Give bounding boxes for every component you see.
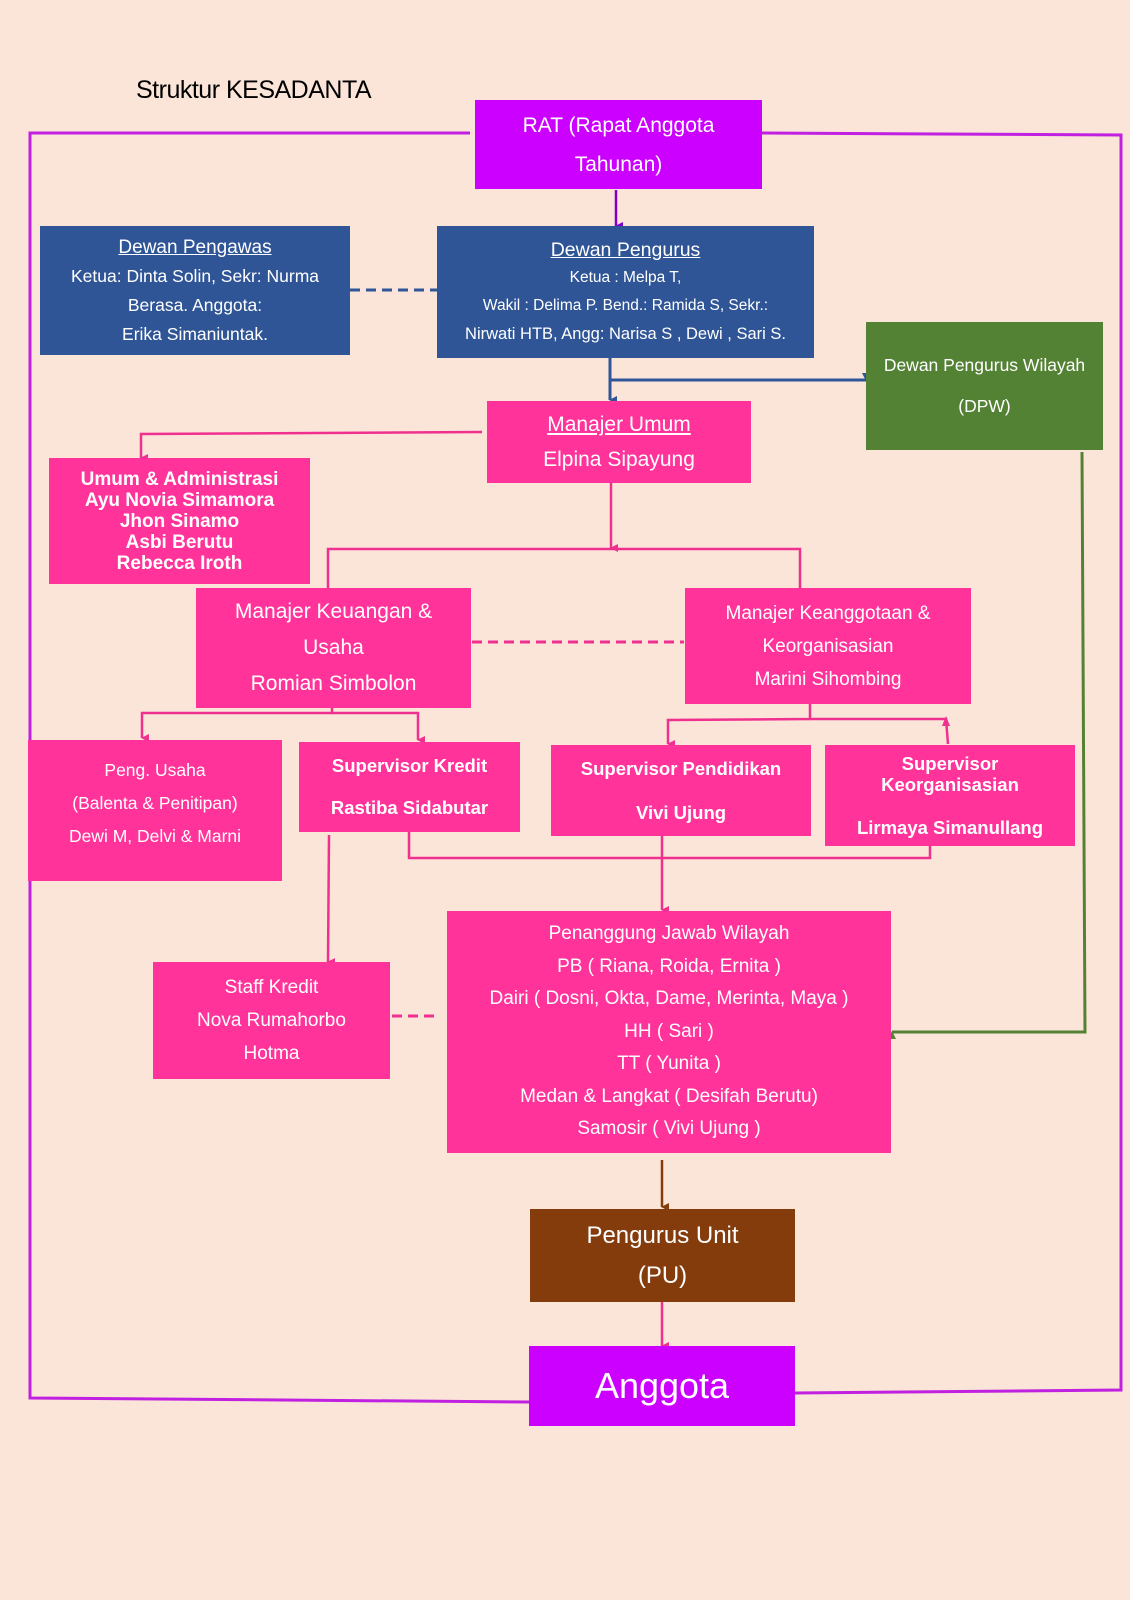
node-pj-wilayah: Penanggung Jawab Wilayah PB ( Riana, Roi… bbox=[447, 911, 891, 1153]
pj-wilayah-line: PB ( Riana, Roida, Ernita ) bbox=[557, 955, 781, 977]
anggota-label: Anggota bbox=[594, 1365, 730, 1406]
node-manajer-keuangan: Manajer Keuangan & Usaha Romian Simbolon bbox=[196, 588, 471, 708]
manajer-keanggotaan-line: Manajer Keanggotaan & bbox=[725, 602, 931, 624]
arrow-manajer-admin bbox=[139, 430, 483, 462]
supervisor-keorganisasian-line: Supervisor bbox=[901, 753, 999, 774]
rat-line: Tahunan) bbox=[574, 152, 663, 176]
bracket-supervisors bbox=[407, 832, 932, 860]
dewan-pengawas-line: Ketua: Dinta Solin, Sekr: Nurma bbox=[70, 265, 320, 286]
dewan-pengurus-line: Wakil : Delima P. Bend.: Ramida S, Sekr.… bbox=[482, 297, 769, 314]
pj-wilayah-line: HH ( Sari ) bbox=[624, 1020, 714, 1042]
node-peng-usaha: Peng. Usaha (Balenta & Penitipan) Dewi M… bbox=[28, 740, 282, 881]
pj-wilayah-line: TT ( Yunita ) bbox=[617, 1053, 721, 1075]
node-rat: RAT (Rapat Anggota Tahunan) bbox=[475, 100, 762, 189]
pj-wilayah-line: Medan & Langkat ( Desifah Berutu) bbox=[520, 1085, 818, 1107]
umum-admin-line: Rebecca Iroth bbox=[116, 552, 243, 574]
supervisor-keorganisasian-line: Keorganisasian bbox=[881, 774, 1019, 795]
branch-keuangan-2 bbox=[332, 711, 425, 744]
staff-kredit-line: Staff Kredit bbox=[224, 977, 319, 998]
node-staff-kredit: Staff Kredit Nova Rumahorbo Hotma bbox=[153, 962, 390, 1079]
node-manajer-keanggotaan: Manajer Keanggotaan & Keorganisasian Mar… bbox=[685, 588, 971, 704]
pj-wilayah-line: Samosir ( Vivi Ujung ) bbox=[577, 1118, 761, 1140]
node-supervisor-pendidikan: Supervisor Pendidikan Vivi Ujung bbox=[551, 745, 811, 836]
dpw-line: Dewan Pengurus Wilayah bbox=[883, 355, 1086, 375]
manajer-keuangan-line: Romian Simbolon bbox=[250, 672, 417, 695]
node-anggota: Anggota bbox=[529, 1346, 795, 1426]
manajer-keanggotaan-line: Marini Sihombing bbox=[754, 668, 902, 690]
pengurus-unit-line: Pengurus Unit bbox=[586, 1221, 739, 1249]
dewan-pengurus-line: Nirwati HTB, Angg: Narisa S , Dewi , Sar… bbox=[465, 325, 786, 343]
page-title: Struktur KESADANTA bbox=[136, 76, 372, 104]
node-dewan-pengurus: Dewan Pengurus Ketua : Melpa T, Wakil : … bbox=[437, 226, 814, 358]
pj-wilayah-line: Dairi ( Dosni, Okta, Dame, Merinta, Maya… bbox=[489, 988, 849, 1010]
branch-keuangan bbox=[140, 708, 334, 742]
arrow-kredit-staff bbox=[326, 834, 336, 967]
manajer-keanggotaan-line: Keorganisasian bbox=[762, 635, 894, 657]
branch-managers bbox=[326, 547, 802, 588]
dewan-pengurus-heading: Dewan Pengurus bbox=[550, 239, 701, 261]
dewan-pengawas-heading: Dewan Pengawas bbox=[118, 236, 272, 258]
supervisor-kredit-line: Rastiba Sidabutar bbox=[330, 797, 489, 818]
manajer-umum-heading: Manajer Umum bbox=[547, 413, 691, 436]
rat-line: RAT (Rapat Anggota bbox=[522, 113, 715, 137]
node-dewan-pengawas: Dewan Pengawas Ketua: Dinta Solin, Sekr:… bbox=[40, 226, 350, 355]
manajer-umum-line: Elpina Sipayung bbox=[543, 448, 695, 471]
peng-usaha-line: Peng. Usaha bbox=[104, 760, 206, 780]
node-manajer-umum: Manajer Umum Elpina Sipayung bbox=[487, 401, 751, 483]
pj-wilayah-line: Penanggung Jawab Wilayah bbox=[548, 923, 790, 945]
peng-usaha-line: Dewi M, Delvi & Marni bbox=[68, 826, 242, 846]
staff-kredit-line: Hotma bbox=[243, 1043, 300, 1064]
dewan-pengawas-line: Berasa. Anggota: bbox=[127, 294, 263, 315]
manajer-keuangan-line: Usaha bbox=[303, 636, 364, 659]
umum-admin-line: Ayu Novia Simamora bbox=[84, 489, 275, 511]
supervisor-pendidikan-line: Supervisor Pendidikan bbox=[580, 757, 782, 779]
dewan-pengawas-line: Erika Simaniuntak. bbox=[122, 323, 268, 344]
node-supervisor-keorganisasian: Supervisor Keorganisasian Lirmaya Simanu… bbox=[825, 745, 1075, 846]
supervisor-pendidikan-line: Vivi Ujung bbox=[635, 801, 727, 823]
node-umum-administrasi: Umum & Administrasi Ayu Novia Simamora J… bbox=[49, 458, 310, 584]
umum-admin-line: Asbi Berutu bbox=[125, 531, 234, 553]
node-pengurus-unit: Pengurus Unit (PU) bbox=[530, 1209, 795, 1302]
branch-keanggotaan-2 bbox=[810, 717, 950, 745]
branch-keanggotaan bbox=[666, 704, 812, 748]
supervisor-kredit-line: Supervisor Kredit bbox=[331, 755, 488, 776]
pengurus-unit-line: (PU) bbox=[637, 1261, 688, 1289]
umum-admin-line: Jhon Sinamo bbox=[119, 510, 240, 532]
manajer-keuangan-line: Manajer Keuangan & bbox=[234, 600, 433, 623]
node-supervisor-kredit: Supervisor Kredit Rastiba Sidabutar bbox=[299, 742, 520, 832]
loop-line-right bbox=[759, 131, 1123, 1395]
node-dpw: Dewan Pengurus Wilayah (DPW) bbox=[866, 322, 1103, 450]
staff-kredit-line: Nova Rumahorbo bbox=[197, 1010, 346, 1031]
arrow-dpw-pj bbox=[888, 451, 1087, 1039]
umum-admin-line: Umum & Administrasi bbox=[80, 468, 279, 490]
dpw-line: (DPW) bbox=[958, 396, 1011, 416]
peng-usaha-line: (Balenta & Penitipan) bbox=[72, 793, 238, 813]
dewan-pengurus-line: Ketua : Melpa T, bbox=[569, 269, 682, 286]
supervisor-keorganisasian-line: Lirmaya Simanullang bbox=[856, 817, 1044, 838]
